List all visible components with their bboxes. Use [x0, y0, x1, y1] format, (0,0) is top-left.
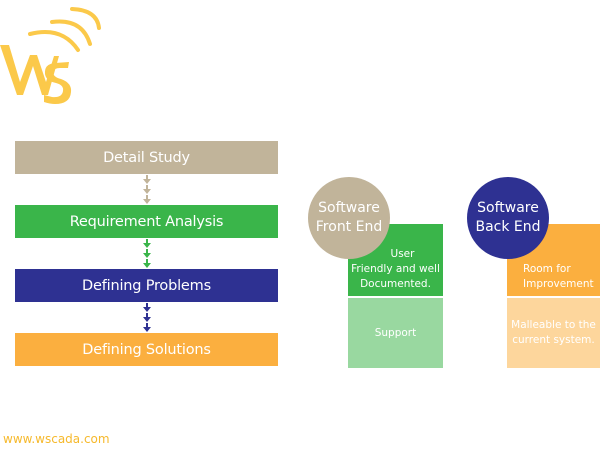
circle-title-line: Front End	[315, 219, 383, 235]
connector-problems-to-solutions	[141, 303, 153, 333]
down-arrow-icon	[143, 323, 151, 332]
logo-letters	[0, 45, 72, 104]
back-end-circle: Software Back End	[467, 177, 549, 259]
step-label: Defining Problems	[82, 277, 211, 294]
signal-arc-2	[50, 19, 92, 46]
step-requirement-analysis: Requirement Analysis	[15, 205, 278, 238]
wscada-logo	[0, 7, 101, 104]
down-arrow-icon	[143, 303, 151, 312]
front-end-card-secondary: Support	[348, 298, 443, 368]
card-text-line: Improvement	[523, 278, 594, 290]
back-end-card-secondary: Malleable to the current system.	[507, 298, 600, 368]
down-arrow-icon	[143, 259, 151, 268]
signal-arc-3	[70, 7, 101, 30]
step-detail-study: Detail Study	[15, 141, 278, 174]
signal-arc-1	[28, 30, 80, 52]
down-arrow-icon	[143, 313, 151, 322]
down-arrow-icon	[143, 175, 151, 184]
connector-detail-to-requirement	[141, 175, 153, 205]
down-arrow-icon	[143, 249, 151, 258]
circle-title-line: Software	[477, 200, 539, 216]
circle-title-line: Software	[318, 200, 380, 216]
down-arrow-icon	[143, 185, 151, 194]
down-arrow-icon	[143, 195, 151, 204]
card-text-line: User	[390, 248, 415, 260]
card-text-line: Room for	[523, 263, 571, 275]
card-text-line: Malleable to the	[511, 319, 596, 331]
website-link[interactable]: www.wscada.com	[3, 432, 110, 446]
step-label: Requirement Analysis	[69, 213, 224, 230]
card-text-line: Friendly and well	[351, 263, 440, 275]
circle-title-line: Back End	[475, 219, 541, 235]
connector-requirement-to-problems	[141, 239, 153, 269]
step-label: Detail Study	[103, 149, 190, 166]
card-text-line: current system.	[512, 334, 595, 346]
front-end-circle: Software Front End	[308, 177, 390, 259]
step-defining-problems: Defining Problems	[15, 269, 278, 302]
card-text-line: Documented.	[360, 278, 431, 290]
step-defining-solutions: Defining Solutions	[15, 333, 278, 366]
down-arrow-icon	[143, 239, 151, 248]
card-text: Support	[374, 326, 417, 339]
step-label: Defining Solutions	[82, 341, 211, 358]
